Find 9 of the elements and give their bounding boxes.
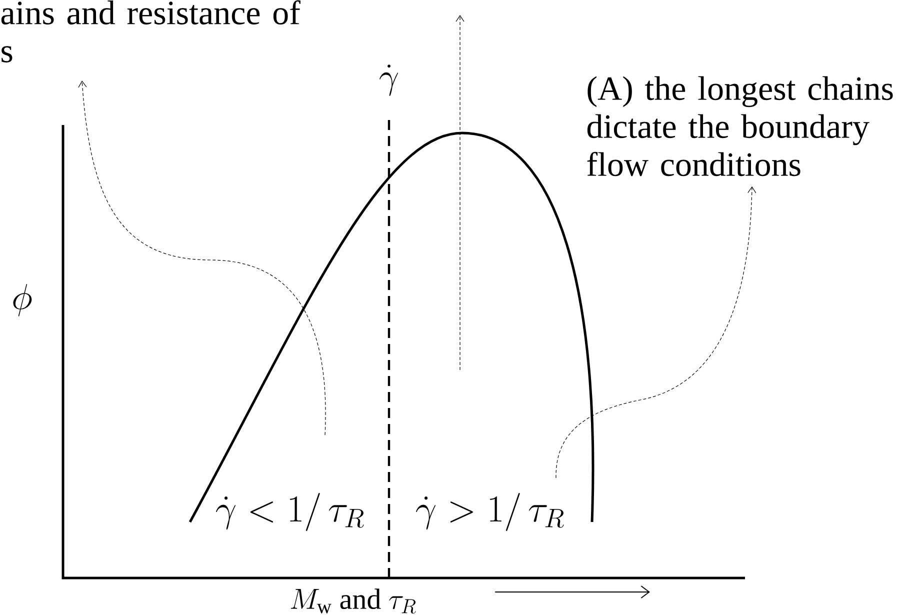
annotation-text: (A) the longest chains dictate the boundary flow conditions xyxy=(587,76,893,176)
axis-label: $M_{\mathrm{w}}\mbox{ and }\tau_R$ xyxy=(290,588,416,614)
region-label: $\dot{\gamma} > 1/\,\tau_R$ xyxy=(416,493,564,531)
dashed-arrow xyxy=(556,186,756,478)
axis-label: $\dot{\gamma}$ xyxy=(380,64,398,96)
axis-label: $\phi$ xyxy=(13,284,32,316)
region-label: $\dot{\gamma} < 1/\,\tau_R$ xyxy=(216,493,364,531)
annotation-text: ains and resistance of s xyxy=(1,0,300,62)
dashed-arrow xyxy=(78,80,326,436)
